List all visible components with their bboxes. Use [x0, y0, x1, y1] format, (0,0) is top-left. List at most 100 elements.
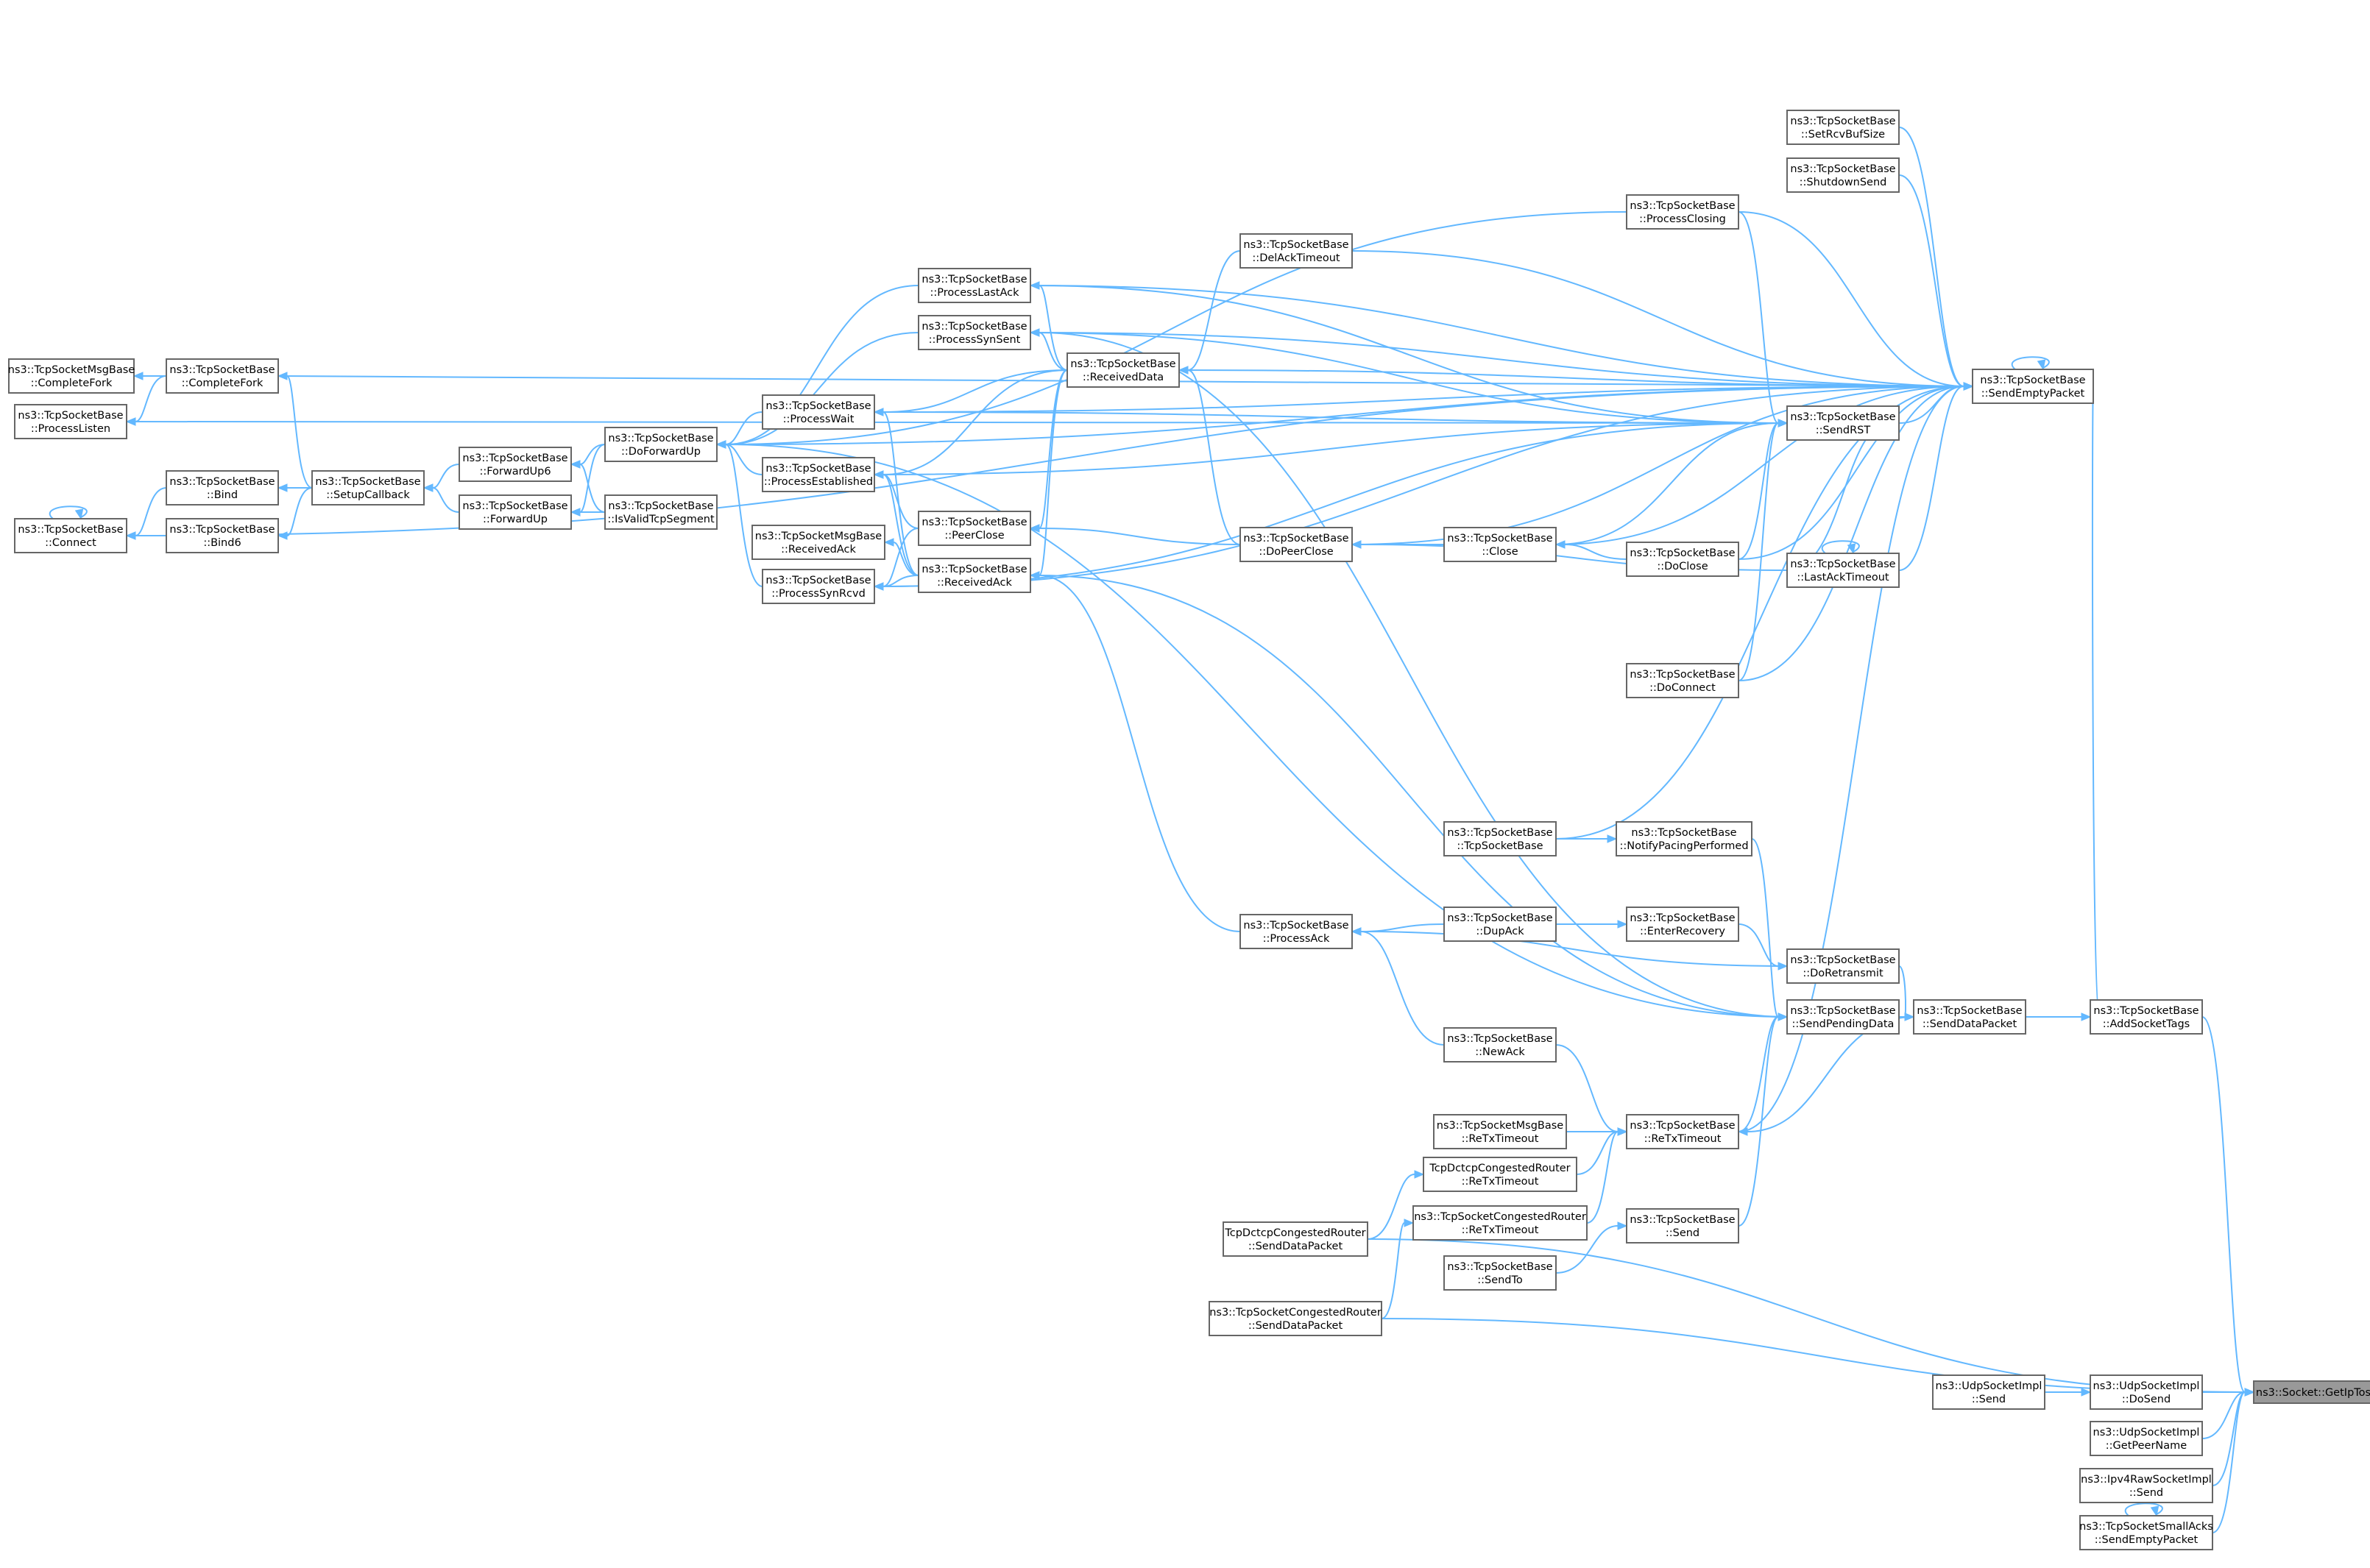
edge-arrowhead: [1607, 834, 1618, 843]
node-small-acks-send[interactable]: ns3::TcpSocketSmallAcks::SendEmptyPacket: [2079, 1515, 2213, 1550]
node-label-line2: ::DoForwardUp: [621, 446, 701, 458]
node-msg-re-tx-timeout[interactable]: ns3::TcpSocketMsgBase::ReTxTimeout: [1433, 1114, 1567, 1149]
node-bind6[interactable]: ns3::TcpSocketBase::Bind6: [166, 518, 279, 553]
node-new-ack[interactable]: ns3::TcpSocketBase::NewAck: [1443, 1027, 1557, 1063]
node-cong-send-data-packet[interactable]: ns3::TcpSocketCongestedRouter::SendDataP…: [1209, 1301, 1382, 1336]
node-last-ack-timeout[interactable]: ns3::TcpSocketBase::LastAckTimeout: [1786, 553, 1900, 588]
edge-line: [725, 444, 763, 587]
node-do-peer-close[interactable]: ns3::TcpSocketBase::DoPeerClose: [1239, 527, 1353, 562]
node-label-line1: ns3::TcpSocketBase: [462, 453, 567, 464]
node-box: [1626, 194, 1739, 230]
node-label-line2: ::SetRcvBufSize: [1801, 129, 1885, 141]
node-forward-up[interactable]: ns3::TcpSocketBase::ForwardUp: [459, 494, 572, 530]
edge-arrowhead: [277, 531, 288, 540]
node-add-socket-tags[interactable]: ns3::TcpSocketBase::AddSocketTags: [2090, 999, 2203, 1035]
node-label-line1: ns3::UdpSocketImpl: [2093, 1380, 2200, 1392]
edge-is-valid-tcp-segment-to-forward-up6: [570, 460, 606, 513]
edge-arrowhead: [2150, 1505, 2159, 1517]
node-notify-pacing[interactable]: ns3::TcpSocketBase::NotifyPacingPerforme…: [1616, 821, 1752, 856]
node-label-line1: ns3::TcpSocketBase: [1243, 239, 1348, 251]
node-setup-callback[interactable]: ns3::TcpSocketBase::SetupCallback: [311, 470, 425, 505]
edge-del-ack-timeout-to-send-empty-packet: [1351, 250, 1974, 391]
node-label-line1: TcpDctcpCongestedRouter: [1224, 1227, 1365, 1239]
node-box: [1223, 1221, 1368, 1257]
node-get-ip-tos[interactable]: ns3::Socket::GetIpTos: [2253, 1380, 2370, 1404]
node-udp-get-peer-name[interactable]: ns3::UdpSocketImpl::GetPeerName: [2090, 1421, 2203, 1456]
node-shutdown-send[interactable]: ns3::TcpSocketBase::ShutdownSend: [1786, 157, 1900, 193]
node-label-line1: ns3::TcpSocketBase: [1447, 1261, 1552, 1273]
node-label-line2: ::ProcessAck: [1263, 933, 1330, 945]
node-del-ack-timeout[interactable]: ns3::TcpSocketBase::DelAckTimeout: [1239, 233, 1353, 269]
node-complete-fork[interactable]: ns3::TcpSocketBase::CompleteFork: [166, 358, 279, 394]
node-process-listen[interactable]: ns3::TcpSocketBase::ProcessListen: [14, 404, 127, 439]
node-received-data[interactable]: ns3::TcpSocketBase::ReceivedData: [1066, 352, 1180, 388]
node-process-wait[interactable]: ns3::TcpSocketBase::ProcessWait: [762, 394, 875, 430]
edge-add-socket-tags-to-get-ip-tos: [2201, 1016, 2255, 1397]
node-forward-up6[interactable]: ns3::TcpSocketBase::ForwardUp6: [459, 447, 572, 482]
node-send-pending-data[interactable]: ns3::TcpSocketBase::SendPendingData: [1786, 999, 1900, 1035]
node-dctcp-re-tx-timeout[interactable]: TcpDctcpCongestedRouter::ReTxTimeout: [1423, 1157, 1577, 1192]
node-do-forward-up[interactable]: ns3::TcpSocketBase::DoForwardUp: [604, 427, 718, 462]
edge-tcp-socket-base-ctor-to-notify-pacing: [1556, 834, 1618, 843]
edge-line: [882, 474, 919, 576]
node-process-syn-rcvd[interactable]: ns3::TcpSocketBase::ProcessSynRcvd: [762, 569, 875, 604]
node-udp-send[interactable]: ns3::UdpSocketImpl::Send: [1932, 1374, 2045, 1410]
node-box: [2079, 1515, 2213, 1550]
node-dup-ack[interactable]: ns3::TcpSocketBase::DupAck: [1443, 907, 1557, 942]
node-box: [2090, 1421, 2203, 1456]
node-box: [1786, 405, 1900, 441]
edge-arrowhead: [1617, 920, 1628, 929]
node-enter-recovery[interactable]: ns3::TcpSocketBase::EnterRecovery: [1626, 907, 1739, 942]
node-dctcp-send-data-packet[interactable]: TcpDctcpCongestedRouter::SendDataPacket: [1223, 1221, 1368, 1257]
node-re-tx-timeout[interactable]: ns3::TcpSocketBase::ReTxTimeout: [1626, 1114, 1739, 1149]
edge-line: [1738, 1016, 1779, 1132]
node-label-line2: ::CompleteFork: [182, 377, 263, 389]
edge-line: [1738, 422, 1779, 560]
node-process-closing[interactable]: ns3::TcpSocketBase::ProcessClosing: [1626, 194, 1739, 230]
edge-line: [874, 411, 1779, 424]
node-connect[interactable]: ns3::TcpSocketBase::Connect: [14, 518, 127, 553]
node-is-valid-tcp-segment[interactable]: ns3::TcpSocketBase::IsValidTcpSegment: [604, 494, 718, 530]
node-do-connect[interactable]: ns3::TcpSocketBase::DoConnect: [1626, 663, 1739, 698]
node-close[interactable]: ns3::TcpSocketBase::Close: [1443, 527, 1557, 562]
edge-line: [874, 386, 1964, 413]
node-tcp-socket-base-ctor[interactable]: ns3::TcpSocketBase::TcpSocketBase: [1443, 821, 1557, 856]
edge-small-acks-send-to-get-ip-tos: [2212, 1388, 2255, 1533]
node-send-empty-packet[interactable]: ns3::TcpSocketBase::SendEmptyPacket: [1972, 369, 2094, 404]
node-send[interactable]: ns3::TcpSocketBase::Send: [1626, 1208, 1739, 1244]
node-udp-do-send[interactable]: ns3::UdpSocketImpl::DoSend: [2090, 1374, 2203, 1410]
node-send-data-packet[interactable]: ns3::TcpSocketBase::SendDataPacket: [1913, 999, 2026, 1035]
node-label-line1: ns3::TcpSocketBase: [1790, 558, 1895, 570]
node-box: [1786, 553, 1900, 588]
node-received-ack[interactable]: ns3::TcpSocketBase::ReceivedAck: [918, 558, 1031, 593]
node-cong-re-tx-timeout[interactable]: ns3::TcpSocketCongestedRouter::ReTxTimeo…: [1412, 1205, 1588, 1241]
node-send-to[interactable]: ns3::TcpSocketBase::SendTo: [1443, 1255, 1557, 1291]
edge-line: [725, 444, 1788, 1018]
node-label-line2: ::DoSend: [2122, 1394, 2171, 1405]
node-process-established[interactable]: ns3::TcpSocketBase::ProcessEstablished: [762, 457, 875, 492]
node-box: [2090, 999, 2203, 1035]
node-box: [604, 427, 718, 462]
node-process-ack[interactable]: ns3::TcpSocketBase::ProcessAck: [1239, 914, 1353, 949]
node-process-last-ack[interactable]: ns3::TcpSocketBase::ProcessLastAck: [918, 268, 1031, 303]
node-box: [1443, 1027, 1557, 1063]
node-send-rst[interactable]: ns3::TcpSocketBase::SendRST: [1786, 405, 1900, 441]
node-box: [918, 315, 1031, 350]
node-set-rcv-buf-size[interactable]: ns3::TcpSocketBase::SetRcvBufSize: [1786, 110, 1900, 145]
node-do-close[interactable]: ns3::TcpSocketBase::DoClose: [1626, 542, 1739, 577]
node-do-retransmit[interactable]: ns3::TcpSocketBase::DoRetransmit: [1786, 948, 1900, 984]
node-ipv4-raw-send[interactable]: ns3::Ipv4RawSocketImpl::Send: [2079, 1468, 2213, 1503]
edge-line: [1738, 386, 1964, 681]
edge-line: [1576, 1131, 1619, 1175]
edge-arrowhead: [883, 538, 894, 547]
edge-arrowhead: [1029, 281, 1040, 290]
node-box: [459, 447, 572, 482]
node-box: [1239, 914, 1353, 949]
node-process-syn-sent[interactable]: ns3::TcpSocketBase::ProcessSynSent: [918, 315, 1031, 350]
node-label-line2: ::DelAckTimeout: [1252, 252, 1340, 264]
node-bind[interactable]: ns3::TcpSocketBase::Bind: [166, 470, 279, 505]
node-peer-close[interactable]: ns3::TcpSocketBase::PeerClose: [918, 511, 1031, 546]
node-msg-received-ack[interactable]: ns3::TcpSocketMsgBase::ReceivedAck: [751, 525, 885, 560]
edge-line: [1738, 211, 1779, 424]
node-msg-complete-fork[interactable]: ns3::TcpSocketMsgBase::CompleteFork: [8, 358, 135, 394]
